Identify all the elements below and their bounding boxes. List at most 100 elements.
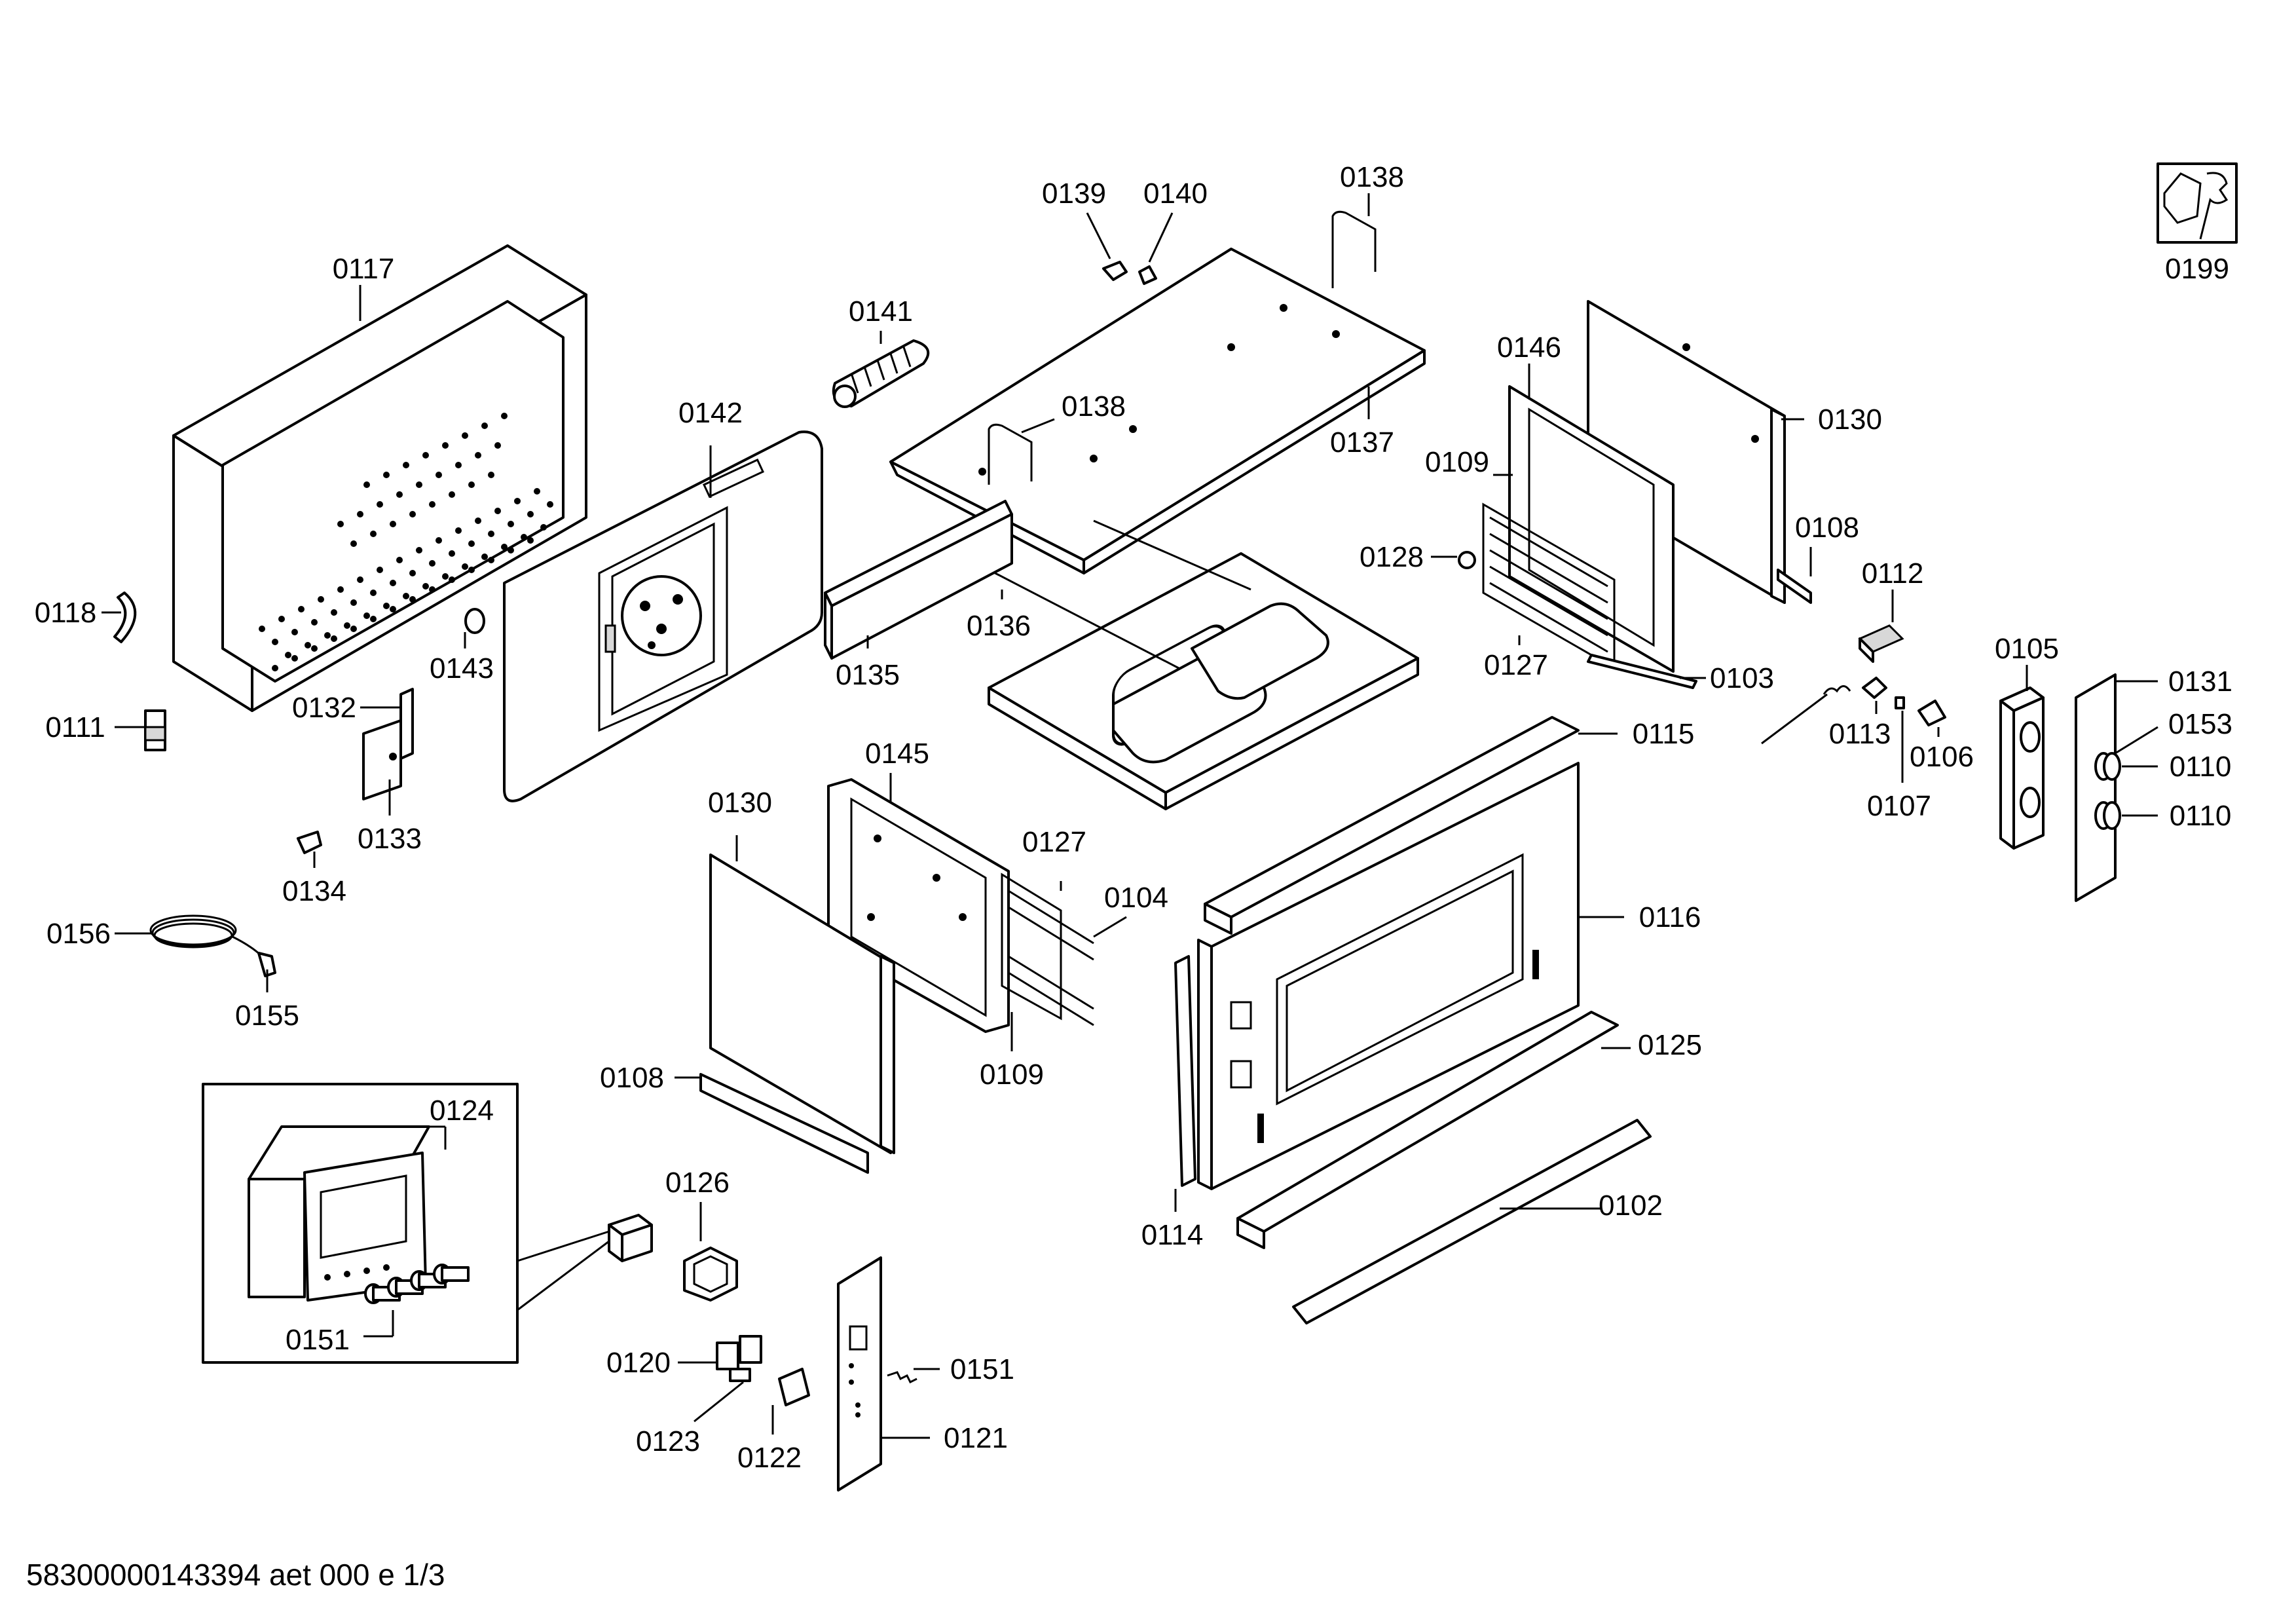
label-0155: 0155: [235, 1000, 299, 1032]
sensor-0128: [1458, 551, 1476, 569]
side-panel-0146: [1508, 385, 1675, 673]
label-0117: 0117: [333, 253, 395, 285]
screw-0151: [887, 1371, 917, 1384]
bracket-0126: [683, 1247, 738, 1302]
clip-0118: [113, 591, 137, 643]
front-frame-0116: [1197, 762, 1580, 1190]
label-0104: 0104: [1104, 882, 1168, 914]
label-0107: 0107: [1867, 790, 1931, 822]
label-0139: 0139: [1042, 178, 1106, 210]
label-0103: 0103: [1710, 662, 1774, 694]
label-0121: 0121: [944, 1422, 1008, 1454]
strip-0108-right: [1777, 569, 1812, 604]
screw-0140: [1138, 265, 1157, 285]
nut-0107: [1895, 696, 1905, 709]
heating-element-0127-left: [1001, 873, 1094, 1026]
side-panel-0130-left: [709, 854, 895, 1154]
label-0108-right: 0108: [1795, 512, 1859, 544]
label-0136: 0136: [967, 610, 1031, 642]
housing-0117: [172, 244, 587, 712]
label-0113: 0113: [1829, 718, 1891, 750]
rail-0125: [1236, 1011, 1619, 1249]
label-0145: 0145: [865, 738, 929, 770]
base-tray-0136: [988, 519, 1419, 810]
wrench-nut-icon: [2157, 162, 2238, 244]
label-0153: 0153: [2168, 708, 2232, 740]
clip-0106: [1917, 700, 1946, 726]
back-panel-0142: [503, 430, 823, 802]
knob-0110-bottom: [2094, 801, 2121, 830]
label-0134: 0134: [282, 875, 346, 907]
label-0146: 0146: [1497, 331, 1561, 364]
label-0102: 0102: [1599, 1190, 1663, 1222]
label-0141: 0141: [849, 295, 913, 328]
connector-0112: [1858, 624, 1904, 663]
cap-0123: [729, 1368, 751, 1382]
label-0133: 0133: [358, 823, 422, 855]
label-0132: 0132: [292, 692, 356, 724]
strip-0103: [1587, 654, 1697, 689]
label-0114: 0114: [1141, 1219, 1204, 1251]
label-0138-top: 0138: [1340, 161, 1404, 193]
holder-0122: [778, 1368, 810, 1406]
label-0123: 0123: [636, 1425, 700, 1457]
label-0125: 0125: [1638, 1029, 1702, 1061]
label-0151: 0151: [950, 1353, 1014, 1385]
strip-0114: [1174, 955, 1196, 1187]
label-0143: 0143: [430, 652, 494, 685]
hinge-0132: [362, 688, 414, 800]
label-0199: 0199: [2165, 253, 2229, 285]
label-0137: 0137: [1330, 426, 1394, 459]
label-0110-top: 0110: [2170, 751, 2232, 783]
strip-0102: [1292, 1119, 1652, 1324]
cable-0156: [149, 914, 276, 977]
rail-0115: [1204, 716, 1580, 935]
switch-0111: [144, 709, 166, 751]
label-0108-left: 0108: [600, 1062, 664, 1094]
label-0109-left: 0109: [980, 1059, 1044, 1091]
grommet-0143: [464, 608, 485, 634]
label-0106: 0106: [1910, 741, 1974, 773]
label-0118: 0118: [35, 597, 97, 629]
label-0112: 0112: [1862, 557, 1924, 590]
screw-0134: [297, 831, 322, 854]
clip-0139: [1102, 261, 1128, 281]
label-0110-bottom: 0110: [2170, 800, 2232, 832]
probe-0113: [1761, 677, 1887, 745]
knob-0110-top: [2094, 752, 2121, 781]
label-0142: 0142: [678, 397, 743, 429]
label-0130-right: 0130: [1818, 404, 1882, 436]
label-0116: 0116: [1639, 901, 1701, 933]
display-module: [608, 1214, 653, 1262]
label-0156: 0156: [46, 918, 111, 950]
label-0135: 0135: [836, 659, 900, 691]
label-0105: 0105: [1995, 633, 2059, 665]
handle-0138-top: [1331, 210, 1377, 288]
label-0128: 0128: [1360, 541, 1424, 573]
label-0127-right: 0127: [1484, 649, 1548, 681]
label-0115: 0115: [1633, 718, 1695, 750]
fan-0141: [832, 339, 930, 408]
control-panel-0131: [2075, 673, 2117, 902]
label-0126: 0126: [665, 1167, 730, 1199]
strip-0108-left: [699, 1073, 869, 1174]
label-0120: 0120: [606, 1347, 671, 1379]
label-0111: 0111: [45, 711, 105, 743]
label-0151-inset: 0151: [286, 1324, 350, 1356]
rail-0135: [824, 500, 1013, 660]
side-panel-0130-right: [1587, 300, 1786, 604]
label-0140: 0140: [1143, 178, 1208, 210]
label-0122: 0122: [737, 1442, 802, 1474]
label-0131: 0131: [2168, 666, 2232, 698]
document-id: 58300000143394 aet 000 e 1/3: [26, 1558, 445, 1592]
label-0109-right: 0109: [1425, 446, 1489, 478]
handle-0138-mid: [988, 423, 1033, 485]
switch-0120: [716, 1335, 762, 1370]
control-strip-0121: [837, 1256, 882, 1492]
label-0138-mid: 0138: [1062, 390, 1126, 422]
label-0127-left: 0127: [1022, 826, 1086, 858]
top-panel-0137: [889, 248, 1426, 574]
knob-housing-0105: [1999, 686, 2045, 850]
inset-detail-box: [202, 1083, 519, 1364]
